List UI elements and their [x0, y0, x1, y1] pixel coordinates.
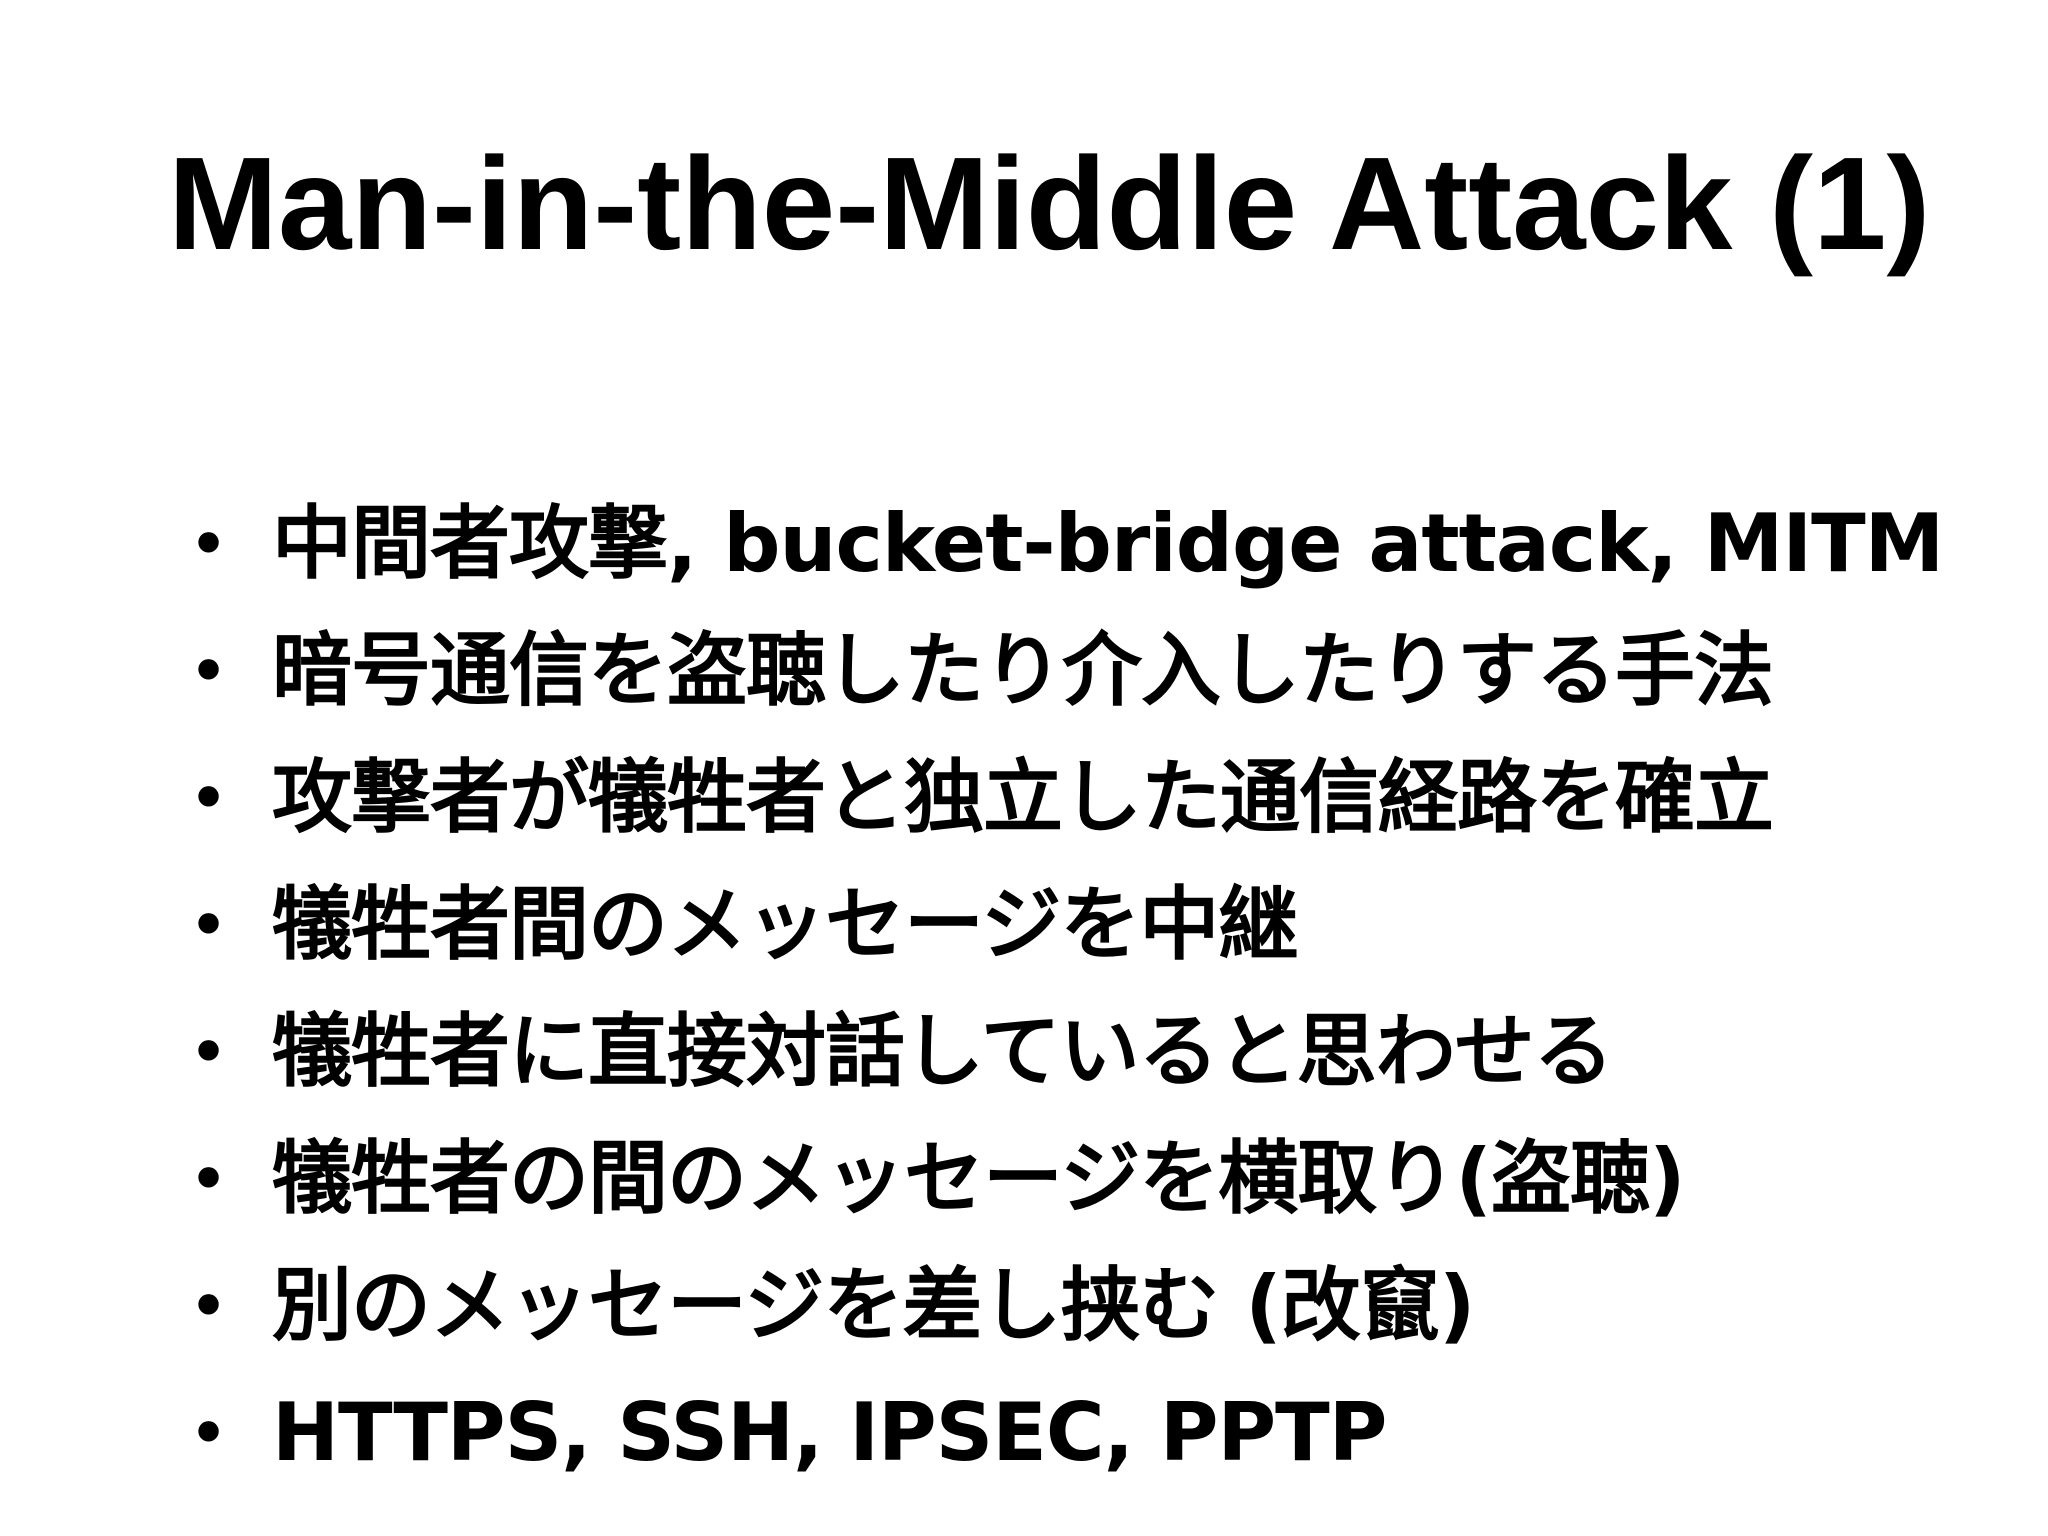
bullet-text: 犠牲者に直接対話していると思わせる: [272, 1004, 1614, 1098]
bullet-item-7: • 別のメッセージを差し挟む (改竄): [190, 1242, 2020, 1369]
bullet-item-8: • HTTPS, SSH, IPSEC, PPTP: [190, 1369, 2020, 1496]
bullet-item-1: • 中間者攻撃, bucket-bridge attack, MITM: [190, 480, 2020, 607]
bullet-text: 犠牲者の間のメッセージを横取り(盗聴): [272, 1131, 1686, 1225]
slide-title: Man-in-the-Middle Attack (1): [168, 130, 1931, 277]
bullet-item-5: • 犠牲者に直接対話していると思わせる: [190, 988, 2020, 1115]
bullet-icon: •: [190, 1271, 228, 1340]
bullet-item-3: • 攻撃者が犠牲者と独立した通信経路を確立: [190, 734, 2020, 861]
bullet-text: 中間者攻撃, bucket-bridge attack, MITM: [272, 496, 1944, 590]
bullet-icon: •: [190, 1398, 228, 1467]
bullet-item-6: • 犠牲者の間のメッセージを横取り(盗聴): [190, 1115, 2020, 1242]
bullet-text: 犠牲者間のメッセージを中継: [272, 877, 1298, 971]
bullet-text: HTTPS, SSH, IPSEC, PPTP: [272, 1385, 1387, 1479]
bullet-list: • 中間者攻撃, bucket-bridge attack, MITM • 暗号…: [190, 480, 2020, 1496]
bullet-icon: •: [190, 509, 228, 578]
bullet-icon: •: [190, 1017, 228, 1086]
bullet-item-2: • 暗号通信を盗聴したり介入したりする手法: [190, 607, 2020, 734]
bullet-icon: •: [190, 1144, 228, 1213]
bullet-text: 暗号通信を盗聴したり介入したりする手法: [272, 623, 1774, 717]
bullet-item-4: • 犠牲者間のメッセージを中継: [190, 861, 2020, 988]
bullet-icon: •: [190, 763, 228, 832]
bullet-text: 別のメッセージを差し挟む (改竄): [272, 1258, 1475, 1352]
bullet-icon: •: [190, 890, 228, 959]
bullet-text: 攻撃者が犠牲者と独立した通信経路を確立: [272, 750, 1774, 844]
bullet-icon: •: [190, 636, 228, 705]
